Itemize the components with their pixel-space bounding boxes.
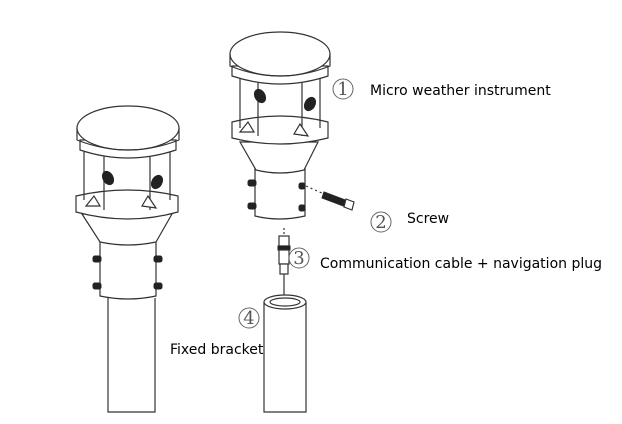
bracket-pole-part xyxy=(263,294,307,413)
callout-2-label: Screw xyxy=(407,211,450,227)
callout-1-label: Micro weather instrument xyxy=(370,83,551,99)
callout-3-label: Communication cable + navigation plug xyxy=(320,256,602,272)
cable-plug-part xyxy=(277,228,291,296)
callout-4-number: 4 xyxy=(243,308,254,329)
callout-2-number: 2 xyxy=(375,212,386,233)
callout-4-marker: 4 xyxy=(238,307,260,329)
screw-part xyxy=(305,185,355,211)
assembled-instrument xyxy=(75,105,180,413)
callout-3-marker: 3 xyxy=(288,247,310,269)
callout-1-number: 1 xyxy=(337,79,348,100)
exploded-instrument xyxy=(229,31,331,220)
callout-1-marker: 1 xyxy=(332,78,354,100)
callout-3-number: 3 xyxy=(293,248,304,269)
callout-2-marker: 2 xyxy=(370,211,392,233)
callout-4-label: Fixed bracket xyxy=(170,342,264,358)
